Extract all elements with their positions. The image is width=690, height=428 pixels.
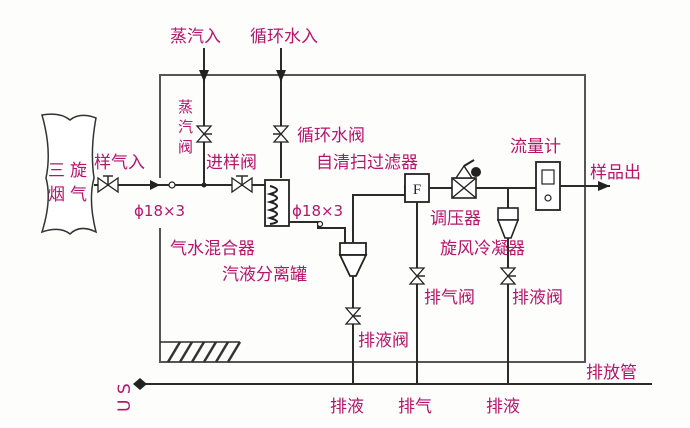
mixer-outlet-pipe [289, 221, 346, 243]
separator-gas-pipe [352, 185, 406, 243]
label-drain-2: 排气 [398, 397, 432, 417]
label-flowmeter: 流量计 [510, 137, 561, 157]
label-cyclone-condenser: 旋风冷凝器 [440, 239, 525, 259]
system-boundary-frame [159, 74, 586, 363]
label-circ-water-in: 循环水入 [250, 27, 318, 47]
cyclone-condenser-icon [496, 207, 520, 239]
sample-inlet-valve-icon [97, 175, 119, 194]
three-cyclone-flue-shape [40, 113, 98, 236]
label-steam-valve: 蒸 汽 阀 [178, 98, 198, 156]
drain-header-diamond-icon [133, 378, 147, 390]
flowmeter-icon [535, 161, 561, 211]
label-dim-left: ϕ18×3 [134, 202, 185, 220]
source-char-1: 三 [48, 161, 65, 181]
condenser-drain-valve-icon [499, 267, 517, 285]
label-vapor-liquid-separator: 汽液分离罐 [222, 265, 307, 285]
steam-arrow-icon [199, 70, 209, 82]
pressure-regulator-icon [451, 159, 481, 199]
label-steam-in: 蒸汽入 [170, 27, 221, 47]
filter-letter: F [413, 182, 421, 198]
label-dim-right: ϕ18×3 [292, 202, 343, 220]
circ-water-valve-icon [272, 125, 290, 143]
steam-valve-icon [195, 125, 213, 143]
label-drain-1: 排液 [330, 397, 364, 417]
sample-outlet-arrow-icon [598, 181, 610, 191]
label-vent-valve: 排气阀 [424, 288, 475, 308]
source-char-3: 烟 [48, 185, 65, 205]
junction-mixer-out [316, 220, 324, 228]
regulator-outlet-pipe [476, 187, 509, 208]
circ-water-arrow-icon [276, 70, 286, 82]
label-sample-gas-in: 样气入 [94, 153, 145, 173]
sample-valve-icon [231, 175, 253, 194]
label-drain-header: 排放管 [586, 363, 637, 383]
label-drain-valve-center: 排液阀 [358, 331, 409, 351]
label-sample-out: 样品出 [590, 163, 641, 183]
label-drain-3: 排液 [486, 397, 520, 417]
junction-left [168, 181, 176, 189]
sample-inlet-arrow-icon [150, 180, 160, 190]
label-drain-valve-right: 排液阀 [512, 288, 563, 308]
source-char-4: 气 [70, 185, 87, 205]
separator-drain-valve-icon [344, 307, 362, 325]
label-circ-water-valve: 循环水阀 [297, 126, 365, 146]
gas-water-mixer-icon [264, 179, 290, 227]
label-gas-water-mixer: 气水混合器 [170, 239, 255, 259]
label-self-clean-filter: 自清扫过滤器 [316, 153, 418, 173]
label-us-marker: U S [115, 383, 135, 412]
vent-valve-icon [408, 267, 426, 285]
ground-hatch [160, 341, 242, 363]
source-char-2: 旋 [70, 161, 87, 181]
label-sample-valve: 进样阀 [206, 153, 257, 173]
vapor-liquid-separator-icon [338, 242, 368, 277]
label-regulator: 调压器 [430, 209, 481, 229]
